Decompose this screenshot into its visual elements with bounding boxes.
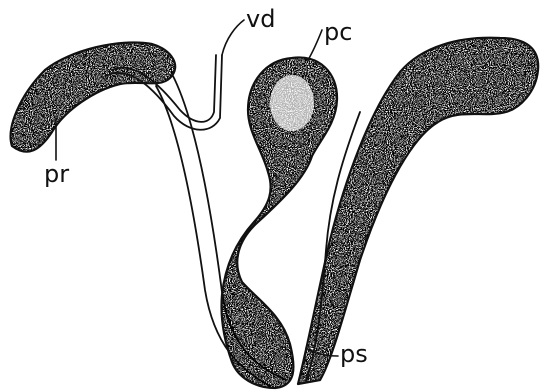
prostate-left-lobe bbox=[11, 42, 176, 151]
leader-pc bbox=[308, 30, 322, 60]
label-ps: ps bbox=[340, 340, 368, 368]
leader-vd bbox=[222, 20, 244, 55]
label-pc: pc bbox=[324, 18, 352, 46]
label-pr: pr bbox=[44, 160, 69, 188]
label-vd: vd bbox=[246, 5, 275, 33]
